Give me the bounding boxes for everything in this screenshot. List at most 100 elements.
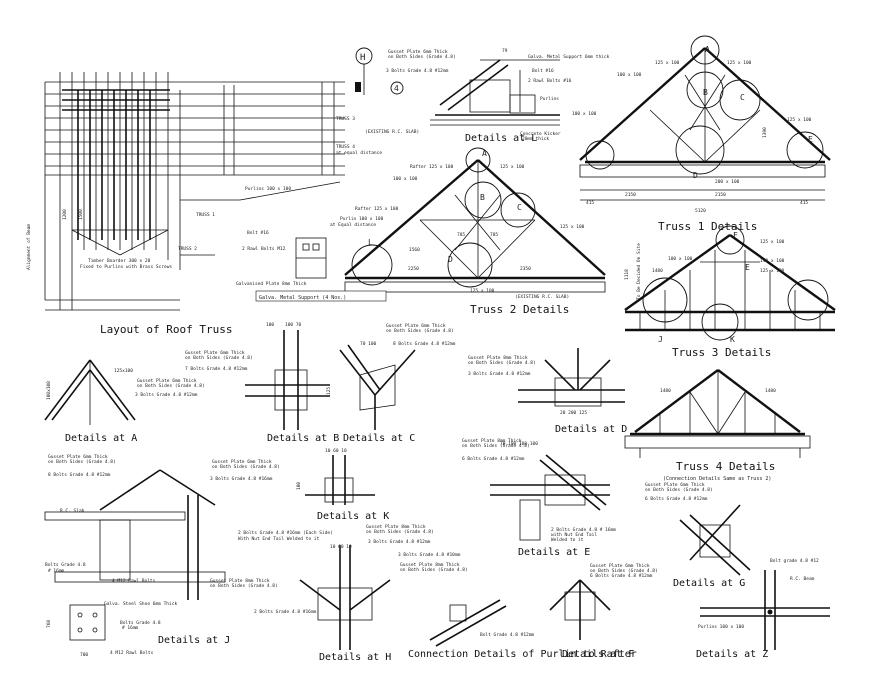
- k-dim-2: 100: [296, 482, 302, 490]
- details-d: Gusset Plate 8mm Thick on Both Sides (Gr…: [468, 348, 627, 435]
- details-k: 10 60 10 100 Details at K: [296, 448, 389, 522]
- details-z-title: Details at Z: [696, 649, 768, 660]
- l-note-purlins: Purlins: [540, 96, 559, 102]
- t2-member-6: 125 x 100: [500, 164, 525, 170]
- l-note-gusset: Gusset Plate 6mm Thick: [388, 49, 448, 55]
- t2-slab-note: (EXISTING R.C. SLAB): [515, 294, 569, 300]
- truss2-tag: TRUSS 2: [178, 246, 197, 252]
- t3-node-j: J: [658, 335, 663, 344]
- t2-member-4: Purlin 100 x 100: [340, 216, 384, 222]
- a-note-bolts: 3 Bolts Grade 4.8 #12mm: [135, 392, 198, 398]
- l-note-bolts: 3 Bolts Grade 4.8 #12mm: [386, 68, 449, 74]
- t1-dim-total: 5120: [695, 208, 706, 214]
- l-note-bolt16: Bolt #16: [532, 68, 554, 74]
- t1-dim-3: 415: [586, 200, 594, 206]
- equal-distance-note: at equal distance: [336, 150, 382, 156]
- t1-member-5: 125 x 100: [787, 117, 812, 123]
- purlin-connection-title: Connection Details of Purlin to Rafter: [408, 649, 637, 660]
- h-note-gusset-2: Gusset Plate 8mm Thick: [400, 562, 460, 568]
- d-dim: 20 200 125: [560, 410, 587, 416]
- h-note-gusset-1: Gusset Plate 8mm Thick: [366, 524, 426, 530]
- brass-screws-note: Fixed to Purlins with Brass Screws: [80, 264, 172, 270]
- t2-dim-3: 2350: [520, 266, 531, 272]
- details-j: Gusset Plate 6mm Thick on Both Sides (Gr…: [44, 454, 333, 658]
- t2-dim-5: 785: [490, 232, 498, 238]
- t2-member-2: 100 x 100: [393, 176, 418, 182]
- h-note-bolts-1: 3 Bolts Grade 4.8 #12mm: [368, 539, 431, 545]
- t2-member-5: at Equal distance: [330, 222, 376, 228]
- details-a-title: Details at A: [65, 433, 137, 444]
- j-note-dia-1: # 16mm: [48, 568, 65, 574]
- t1-member-1: 125 x 100: [655, 60, 680, 66]
- e-note-tail: with Nut End Tail: [551, 532, 597, 538]
- f-note-grade: on Both Sides (Grade 4.8): [590, 568, 658, 574]
- details-j-title: Details at J: [158, 635, 230, 646]
- t2-node-d: D: [448, 255, 453, 264]
- h-note-grade-1: on Both Sides (Grade 4.8): [366, 529, 434, 535]
- grid-tags: H 4: [355, 47, 404, 95]
- details-e-title: Details at E: [518, 547, 590, 558]
- truss1-title: Truss 1 Details: [658, 220, 757, 233]
- e-note-grade: on Both Sides (Grade 4.8): [462, 443, 530, 449]
- e-note-bolts-2: 2 Bolts Grade 4.8 # 16mm: [551, 527, 616, 533]
- t2-member-8: 125 x 100: [470, 288, 495, 294]
- k-dim-1: 10 60 10: [325, 448, 347, 454]
- t2-dim-2: 2250: [408, 266, 419, 272]
- t1-node-e: E: [808, 135, 813, 144]
- t2-member-7: 125 x 100: [560, 224, 585, 230]
- e-dims: 70 100 100 100: [500, 441, 538, 447]
- grid-tag-h: H: [360, 53, 365, 63]
- t1-node-c: C: [740, 93, 745, 102]
- t3-member-2: 125 x 100: [760, 268, 785, 274]
- j-note-tail: With Nut End Tail Welded to it: [238, 536, 320, 542]
- t1-member-4: 100 x 100: [572, 111, 597, 117]
- a-note-gusset: Gusset Plate 6mm Thick: [137, 378, 197, 384]
- t2-member-1: Rafter 125 x 100: [410, 164, 454, 170]
- t2-member-3: Rafter 125 x 100: [355, 206, 399, 212]
- t2-node-c: C: [517, 203, 522, 212]
- t3-member-3: 100 x 100: [668, 256, 693, 262]
- b-note-grade: on Both Sides (Grade 4.8): [185, 355, 253, 361]
- j-dim-2: 700: [80, 652, 88, 658]
- t3-dim-1: 1480: [652, 268, 663, 274]
- t3-node-e: E: [745, 263, 750, 272]
- l-note-grade: on Both Sides (Grade 4.8): [388, 54, 456, 60]
- layout-dim-1500: 1500: [78, 209, 84, 220]
- h-note-grade-3: on Both Sides (Grade 4.8): [210, 583, 278, 589]
- j-note-bolts-2: 3 Bolts Grade 4.8 #16mm: [210, 476, 273, 482]
- t1-node-a: A: [705, 45, 710, 54]
- h-note-bolts-3: 2 Bolts Grade 4.8 #16mm: [254, 609, 317, 615]
- t3-node-f: F: [733, 231, 738, 240]
- j-dim-1: 760: [46, 620, 52, 628]
- t1-dim-4: 415: [800, 200, 808, 206]
- truss3-title: Truss 3 Details: [672, 346, 771, 359]
- purlin-connection: Bolt Grade 4.8 #12mm Connection Details …: [408, 599, 637, 660]
- c-dim-2: 125: [326, 387, 332, 395]
- b-note-bolts: 7 Bolts Grade 4.8 #12mm: [185, 366, 248, 372]
- details-k-title: Details at K: [317, 511, 389, 522]
- t2-plate-note: Galvanised Plate 8mm Thick: [236, 281, 307, 287]
- j-note-rawl-2: 4 M12 Rawl Bolts: [110, 650, 154, 656]
- details-c-title: Details at C: [343, 433, 415, 444]
- h-note-grade-2: on Both Sides (Grade 4.8): [400, 567, 468, 573]
- f-note-bolts: 6 Bolts Grade 4.8 #12mm: [590, 573, 653, 579]
- t1-member-6: 200 x 100: [715, 179, 740, 185]
- t3-site-note: To Be Decided On Site: [636, 243, 642, 300]
- details-e: Gusset Plate 8mm Thick on Both Sides (Gr…: [462, 438, 616, 558]
- t3-member-4: 148 x 100: [760, 258, 785, 264]
- t1-node-d: D: [693, 171, 698, 180]
- j-note-gusset-2: Gusset Plate 6mm Thick: [212, 459, 272, 465]
- j-note-bolts-1: 8 Bolts Grade 4.8 #12mm: [48, 472, 111, 478]
- details-d-title: Details at D: [555, 424, 627, 435]
- layout-dim-1200: 1200: [62, 209, 68, 220]
- details-f: Gusset Plate 6mm Thick on Both Sides (Gr…: [549, 563, 658, 660]
- j-note-slab: R.C. Slab: [60, 508, 85, 514]
- t1-member-3: 125 x 100: [727, 60, 752, 66]
- j-note-bolts-each: 2 Bolts Grade 4.8 #16mm (Each Side): [238, 530, 333, 536]
- l-note-rawl: 2 Rawl Bolts #16: [528, 78, 572, 84]
- l-note-thick: 20mm thick: [522, 136, 549, 142]
- t2-dim-1: 1560: [409, 247, 420, 253]
- z-note-purlins: Purlins 100 x 100: [698, 624, 744, 630]
- t1-node-b: B: [703, 88, 708, 97]
- z-note-beam: R.C. Beam: [790, 576, 815, 582]
